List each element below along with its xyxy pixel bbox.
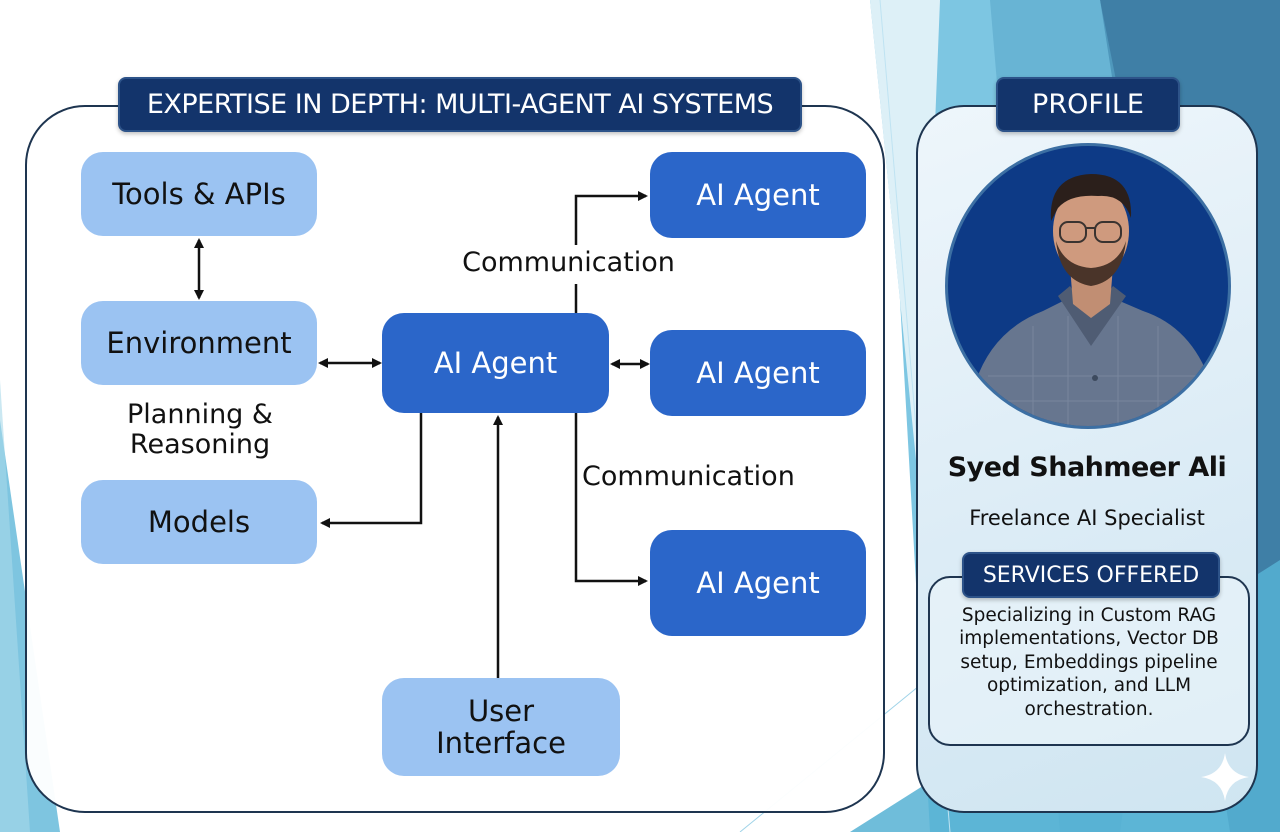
node-agent-top: AI Agent xyxy=(650,152,866,238)
label-communication-bottom: Communication xyxy=(582,461,795,492)
services-box xyxy=(928,576,1250,746)
node-agent-top-label: AI Agent xyxy=(696,177,820,212)
node-models-label: Models xyxy=(147,504,251,539)
node-environment: Environment xyxy=(81,301,317,385)
node-tools-apis: Tools & APIs xyxy=(81,152,317,236)
services-title: SERVICES OFFERED xyxy=(962,552,1220,598)
person-photo-icon xyxy=(968,174,1218,426)
node-agent-middle: AI Agent xyxy=(650,330,866,416)
node-tools-apis-label: Tools & APIs xyxy=(112,176,286,211)
node-central-agent: AI Agent xyxy=(382,313,609,413)
node-models: Models xyxy=(81,480,317,564)
profile-name: Syed Shahmeer Ali xyxy=(947,452,1227,483)
label-planning-reasoning: Planning & Reasoning xyxy=(127,399,273,461)
label-communication-top: Communication xyxy=(462,247,675,278)
node-agent-bottom: AI Agent xyxy=(650,530,866,636)
diagram-title: EXPERTISE IN DEPTH: MULTI-AGENT AI SYSTE… xyxy=(118,77,802,132)
profile-title: PROFILE xyxy=(996,77,1180,132)
node-user-interface: User Interface xyxy=(382,678,620,776)
sparkle-icon xyxy=(1201,753,1249,801)
services-description: Specializing in Custom RAG implementatio… xyxy=(959,605,1219,720)
profile-role: Freelance AI Specialist xyxy=(969,506,1205,530)
node-agent-bottom-label: AI Agent xyxy=(696,565,820,600)
avatar xyxy=(945,143,1231,429)
node-environment-label: Environment xyxy=(106,325,292,360)
node-central-agent-label: AI Agent xyxy=(433,345,558,380)
node-agent-middle-label: AI Agent xyxy=(696,355,820,390)
node-user-interface-label: User Interface xyxy=(436,693,566,760)
